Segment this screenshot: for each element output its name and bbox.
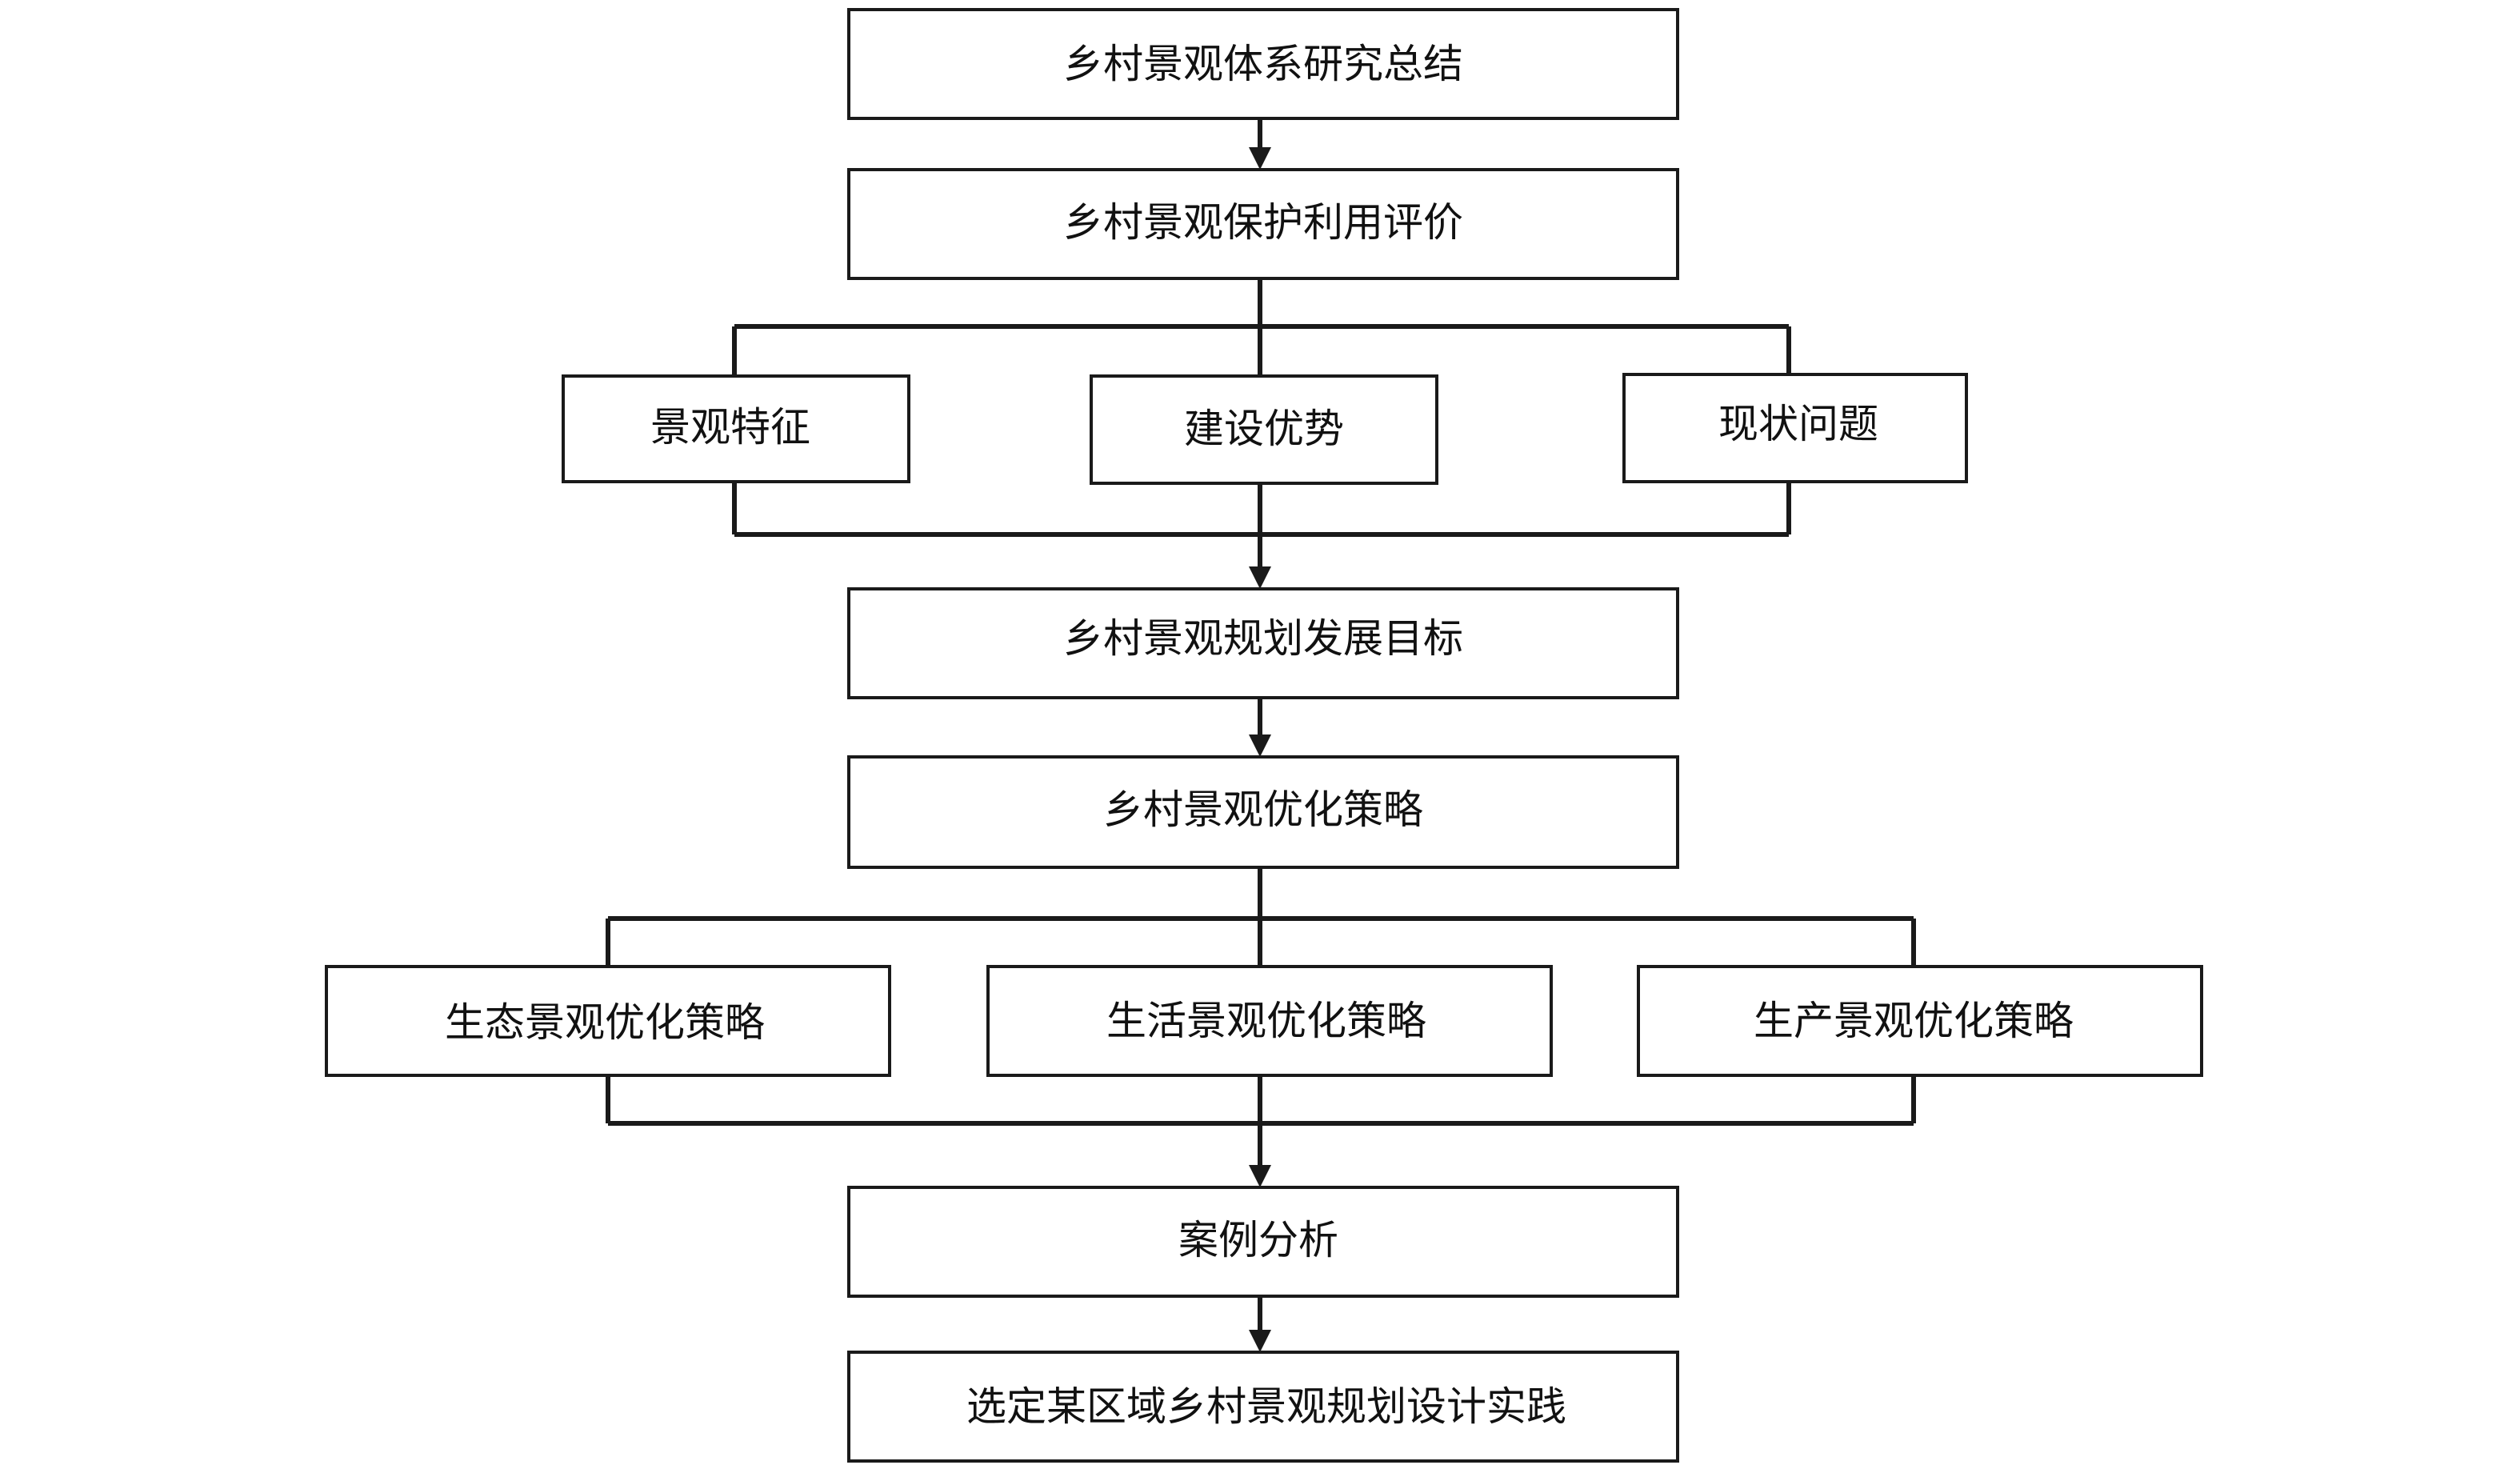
- node-case: 案例分析: [847, 1186, 1679, 1298]
- arrow-to-goals: [1249, 566, 1271, 589]
- node-evaluation: 乡村景观保护利用评价: [847, 168, 1679, 280]
- node-goals-label: 乡村景观规划发展目标: [1063, 615, 1463, 662]
- node-practice-label: 选定某区域乡村景观规划设计实践: [966, 1383, 1566, 1430]
- node-life-strategy-label: 生活景观优化策略: [1106, 998, 1426, 1044]
- node-practice: 选定某区域乡村景观规划设计实践: [847, 1351, 1679, 1463]
- node-strategy: 乡村景观优化策略: [847, 755, 1679, 869]
- node-problems: 现状问题: [1622, 373, 1968, 483]
- node-evaluation-label: 乡村景观保护利用评价: [1063, 199, 1463, 246]
- node-eco-strategy: 生态景观优化策略: [325, 965, 891, 1077]
- node-goals: 乡村景观规划发展目标: [847, 587, 1679, 699]
- node-eco-strategy-label: 生态景观优化策略: [445, 999, 765, 1046]
- node-features-label: 景观特征: [650, 404, 810, 450]
- node-summary: 乡村景观体系研究总结: [847, 8, 1679, 120]
- arrow-to-practice: [1249, 1330, 1271, 1352]
- node-advantages-label: 建设优势: [1184, 406, 1344, 452]
- node-prod-strategy-label: 生产景观优化策略: [1754, 998, 2074, 1044]
- arrow-to-evaluation: [1249, 147, 1271, 170]
- node-summary-label: 乡村景观体系研究总结: [1063, 41, 1463, 87]
- node-strategy-label: 乡村景观优化策略: [1103, 787, 1423, 833]
- node-features: 景观特征: [562, 374, 910, 483]
- node-problems-label: 现状问题: [1718, 401, 1878, 447]
- arrow-to-case: [1249, 1165, 1271, 1187]
- node-life-strategy: 生活景观优化策略: [986, 965, 1553, 1077]
- node-case-label: 案例分析: [1178, 1217, 1338, 1263]
- node-prod-strategy: 生产景观优化策略: [1637, 965, 2203, 1077]
- arrow-to-strategy: [1249, 734, 1271, 757]
- connectors: [606, 118, 1916, 1352]
- node-advantages: 建设优势: [1090, 374, 1438, 485]
